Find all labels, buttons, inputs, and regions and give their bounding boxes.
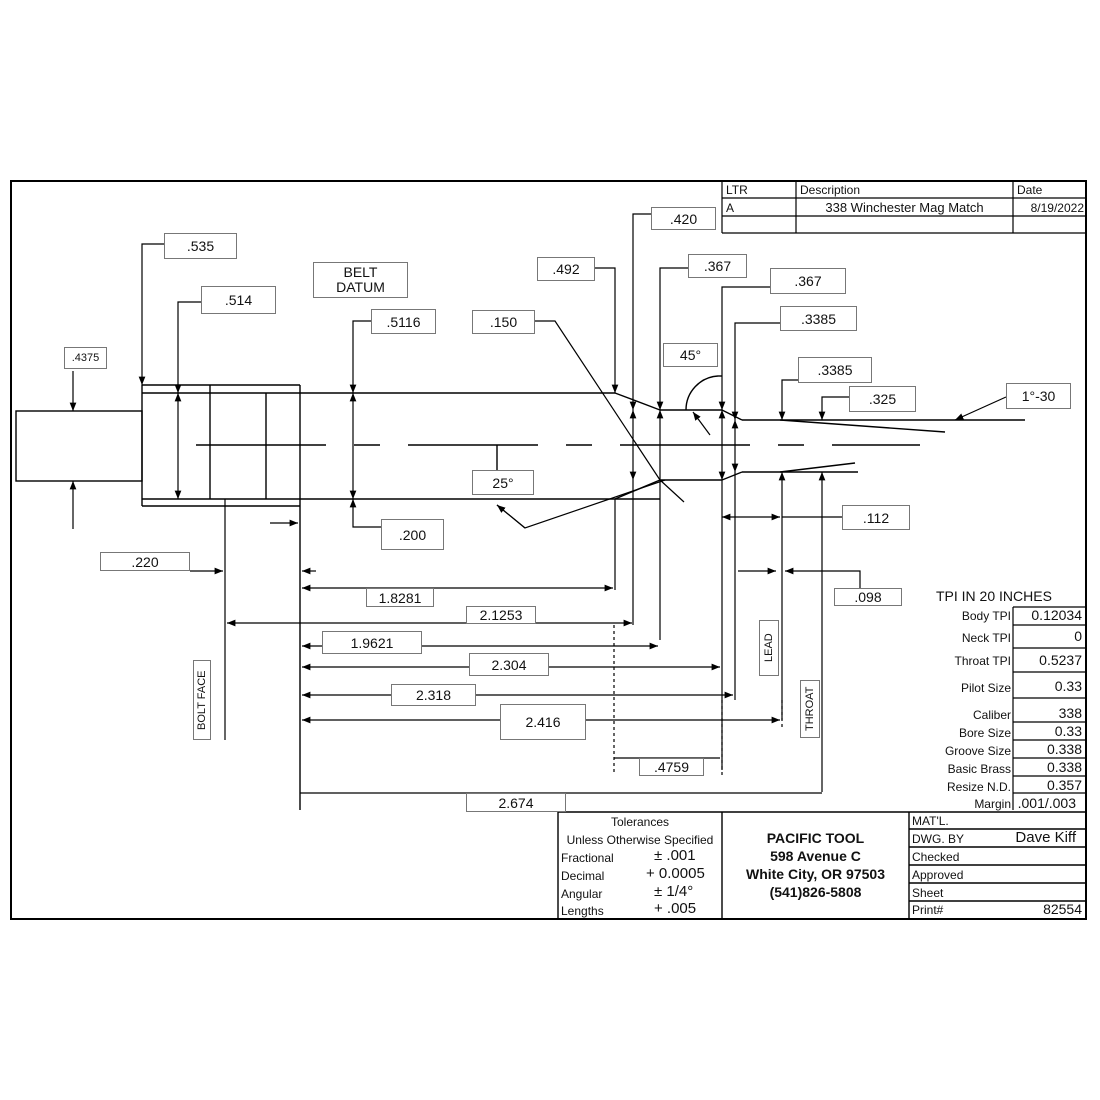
spec-label: Body TPI xyxy=(961,609,1011,623)
spec-value: 0.12034 xyxy=(1031,607,1082,623)
dim-150: .150 xyxy=(472,310,535,334)
tolerance-label: Lengths xyxy=(561,904,604,918)
spec-label: Pilot Size xyxy=(960,681,1011,695)
spec-label: Caliber xyxy=(972,708,1011,722)
spec-value: 0.33 xyxy=(1054,678,1082,694)
spec-label: Basic Brass xyxy=(947,762,1011,776)
tolerance-label: Angular xyxy=(561,887,603,901)
dim-367-shoulder: .367 xyxy=(770,268,846,294)
belt-datum-line1: BELT xyxy=(343,264,378,280)
pilot-shape xyxy=(15,410,143,482)
spec-value: 338 xyxy=(1058,705,1082,721)
specs-title: TPI IN 20 INCHES xyxy=(936,588,1052,604)
tolerance-label: Fractional xyxy=(561,851,614,865)
company-city: White City, OR 97503 xyxy=(745,866,885,882)
dim-3385-lead: .3385 xyxy=(798,357,872,383)
spec-value: 0.357 xyxy=(1046,777,1082,793)
spec-value: 0.338 xyxy=(1046,759,1082,775)
dim-420: .420 xyxy=(651,207,716,230)
dim-4759: .4759 xyxy=(639,758,704,776)
spec-value: 0.338 xyxy=(1046,741,1082,757)
belt-datum-label: BELT DATUM xyxy=(313,262,408,298)
dim-514: .514 xyxy=(201,286,276,314)
rev-date: 8/19/2022 xyxy=(1030,201,1084,215)
company-phone: (541)826-5808 xyxy=(769,884,862,900)
title-block-label: Print# xyxy=(912,903,944,917)
rev-description: 338 Winchester Mag Match xyxy=(825,200,984,215)
tolerance-value: ± .001 xyxy=(654,847,696,864)
tolerance-label: Decimal xyxy=(561,869,605,883)
title-block-label: MAT'L. xyxy=(912,814,949,828)
leader-lines xyxy=(69,213,1007,794)
title-block-label: Approved xyxy=(912,868,964,882)
rev-ltr: A xyxy=(726,201,735,215)
company-name: PACIFIC TOOL xyxy=(766,830,865,846)
spec-value: 0.5237 xyxy=(1039,652,1082,668)
spec-label: Groove Size xyxy=(944,744,1011,758)
dim-200: .200 xyxy=(381,519,444,550)
dim-2-674: 2.674 xyxy=(466,793,566,812)
dim-4375: .4375 xyxy=(64,347,107,369)
tolerance-value: ± 1/4° xyxy=(654,883,694,900)
angle-25: 25° xyxy=(472,470,534,495)
dim-3385-throat: .3385 xyxy=(780,306,857,331)
title-block-value: Dave Kiff xyxy=(1015,829,1076,846)
dim-325: .325 xyxy=(849,386,916,412)
rev-header-date: Date xyxy=(1017,183,1043,197)
tolerances-subtitle: Unless Otherwise Specified xyxy=(566,833,714,847)
dim-367-neck: .367 xyxy=(688,254,747,278)
rev-header-description: Description xyxy=(800,183,861,197)
spec-label: Neck TPI xyxy=(961,631,1011,645)
specs-table-lines xyxy=(1012,606,1086,810)
dim-112: .112 xyxy=(842,505,910,530)
dim-220: .220 xyxy=(100,552,190,571)
dim-2-1253: 2.1253 xyxy=(466,606,536,624)
title-block-lines xyxy=(557,811,1086,919)
dim-2-416: 2.416 xyxy=(500,704,586,740)
dim-5116: .5116 xyxy=(371,309,436,334)
spec-label: Margin xyxy=(974,797,1011,811)
angle-45: 45° xyxy=(663,343,718,367)
dim-492: .492 xyxy=(537,257,595,281)
angle-1-30: 1°-30 xyxy=(1006,383,1071,409)
revision-table-lines xyxy=(721,181,1086,234)
title-block-label: Sheet xyxy=(912,886,944,900)
belt-datum-line2: DATUM xyxy=(336,279,385,295)
rev-header-ltr: LTR xyxy=(726,183,748,197)
title-block-label: Checked xyxy=(912,850,960,864)
dim-1-8281: 1.8281 xyxy=(366,588,434,607)
tolerances-title: Tolerances xyxy=(610,815,670,829)
drawing-frame xyxy=(10,180,1087,920)
company-address: 598 Avenue C xyxy=(770,848,861,864)
bolt-face-label: BOLT FACE xyxy=(193,660,211,740)
dim-2-318: 2.318 xyxy=(391,684,476,706)
lead-label: LEAD xyxy=(759,620,779,676)
spec-label: Throat TPI xyxy=(954,654,1011,668)
throat-label: THROAT xyxy=(800,680,820,738)
tolerance-value: + 0.0005 xyxy=(646,865,705,882)
spec-value: .001/.003 xyxy=(1017,795,1076,811)
dim-098: .098 xyxy=(834,588,902,606)
dim-2-304: 2.304 xyxy=(469,653,549,676)
dim-1-9621: 1.9621 xyxy=(322,631,422,654)
title-block-value: 82554 xyxy=(1043,901,1082,917)
tolerance-value: + .005 xyxy=(654,900,697,917)
dim-535: .535 xyxy=(164,233,237,259)
spec-label: Resize N.D. xyxy=(946,780,1011,794)
spec-label: Bore Size xyxy=(958,726,1011,740)
title-block-label: DWG. BY xyxy=(912,832,965,846)
spec-value: 0 xyxy=(1074,628,1082,644)
spec-value: 0.33 xyxy=(1054,723,1082,739)
